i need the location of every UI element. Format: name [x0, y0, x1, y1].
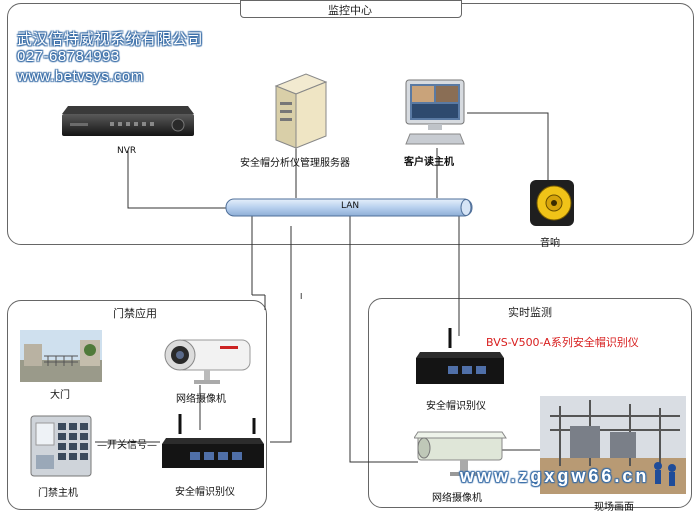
watermark-company: 武汉倍特威视系统有限公司: [17, 31, 204, 48]
lan-bus: [225, 198, 473, 217]
scene-label: 现场画面: [594, 502, 634, 513]
client-label: 客户读主机: [404, 157, 454, 168]
scene-photo: [540, 396, 686, 494]
speaker-device: [530, 180, 574, 226]
gate-photo: [20, 330, 102, 382]
realtime-camera-label: 网络摄像机: [432, 493, 482, 504]
server-device: [274, 73, 328, 149]
nvr-device: [62, 106, 194, 136]
lan-label: LAN: [341, 201, 360, 211]
access-controller: [30, 415, 92, 477]
access-recognizer-label: 安全帽识别仪: [175, 487, 235, 498]
bottom-watermark: www.zgxgw66.cn: [460, 466, 650, 486]
misc-mark: I: [300, 292, 303, 301]
client-pc: [405, 79, 465, 145]
realtime-title: 实时监测: [508, 306, 552, 319]
monitor-center-title-tab: [240, 0, 462, 18]
nvr-label: NVR: [117, 146, 137, 156]
realtime-recognizer: [416, 328, 504, 384]
realtime-recognizer-label: 安全帽识别仪: [426, 401, 486, 412]
monitor-center-title: 监控中心: [328, 4, 372, 17]
signal-text: 开关信号: [107, 440, 147, 451]
watermark-website: www.betvsys.com: [17, 68, 144, 85]
controller-label: 门禁主机: [38, 488, 78, 499]
watermark-phone: 027-68784993: [17, 48, 120, 65]
product-label: BVS-V500-A系列安全帽识别仪: [486, 336, 639, 349]
access-recognizer: [162, 414, 264, 468]
gate-label: 大门: [50, 390, 70, 401]
realtime-camera: [414, 431, 507, 476]
signal-label: —开关信号—: [97, 440, 157, 451]
access-control-title: 门禁应用: [113, 307, 157, 320]
server-label: 安全帽分析仪管理服务器: [240, 158, 350, 169]
access-camera-label: 网络摄像机: [176, 394, 226, 405]
access-camera: [164, 339, 251, 384]
speaker-label: 音响: [540, 238, 560, 249]
